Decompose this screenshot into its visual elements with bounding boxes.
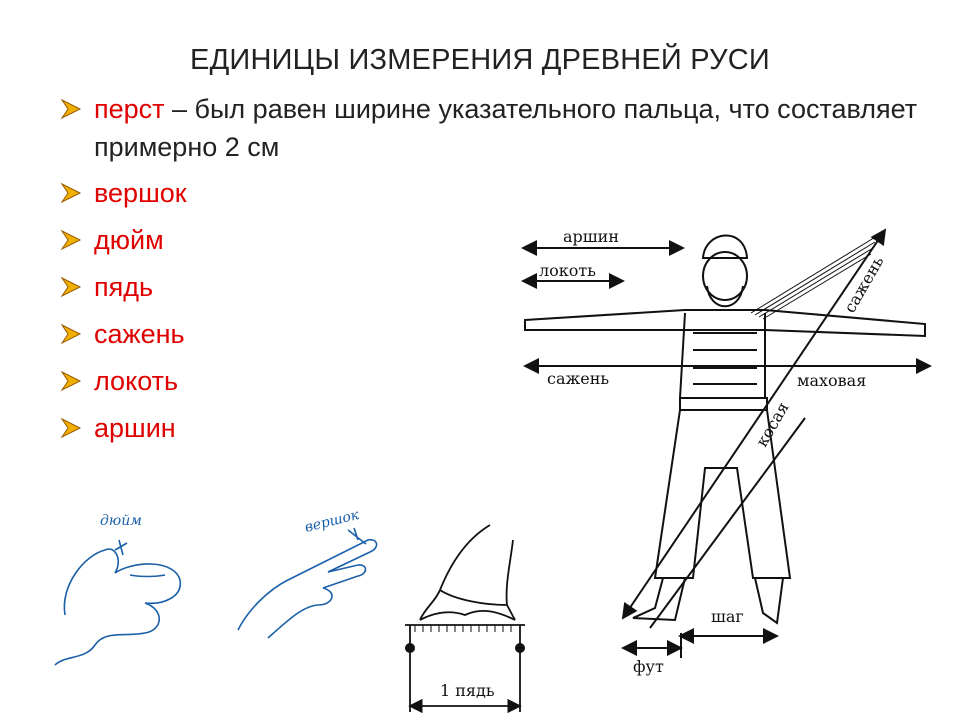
inch-hand-illustration: дюйм — [54, 513, 181, 666]
bullet-term: сажень — [94, 319, 185, 349]
label-shag: шаг — [711, 607, 744, 626]
bullet-list: перст – был равен ширине указательного п… — [56, 90, 926, 447]
label-lokot: локоть — [539, 261, 596, 280]
bullet-term: перст — [94, 94, 165, 124]
bullet-term: локоть — [94, 366, 179, 396]
pyad-hand-illustration: 1 пядь — [405, 524, 525, 714]
bullet-term: дюйм — [94, 225, 164, 255]
label-inch: дюйм — [100, 513, 142, 529]
bullet-item: сажень — [56, 315, 926, 353]
arrow-bullet-icon — [60, 98, 82, 120]
arrow-bullet-icon — [60, 276, 82, 298]
bullet-item: вершок — [56, 174, 926, 212]
bullet-term: вершок — [94, 178, 187, 208]
arrow-bullet-icon — [60, 417, 82, 439]
arrow-bullet-icon — [60, 370, 82, 392]
bullet-term: аршин — [94, 413, 176, 443]
label-makhovaya: маховая — [797, 371, 866, 390]
label-pyad: 1 пядь — [440, 681, 495, 700]
label-sazhen: сажень — [547, 369, 609, 388]
bullet-item: локоть — [56, 362, 926, 400]
arrow-bullet-icon — [60, 229, 82, 251]
arrow-bullet-icon — [60, 182, 82, 204]
label-vershok: вершок — [303, 510, 361, 536]
bullet-item: перст – был равен ширине указательного п… — [56, 90, 926, 166]
vershok-hand-illustration: вершок — [237, 510, 378, 639]
bullet-text: – был равен ширине указательного пальца,… — [94, 94, 918, 162]
label-fut: фут — [633, 657, 664, 676]
bullet-item: пядь — [56, 268, 926, 306]
slide-title: ЕДИНИЦЫ ИЗМЕРЕНИЯ ДРЕВНЕЙ РУСИ — [190, 44, 770, 76]
bullet-item: дюйм — [56, 221, 926, 259]
label-arshin: аршин — [563, 227, 619, 246]
body-measures-illustration: аршин локоть сажень маховая косая сажень… — [521, 227, 932, 676]
bullet-item: аршин — [56, 409, 926, 447]
arrow-bullet-icon — [60, 323, 82, 345]
bullet-term: пядь — [94, 272, 154, 302]
